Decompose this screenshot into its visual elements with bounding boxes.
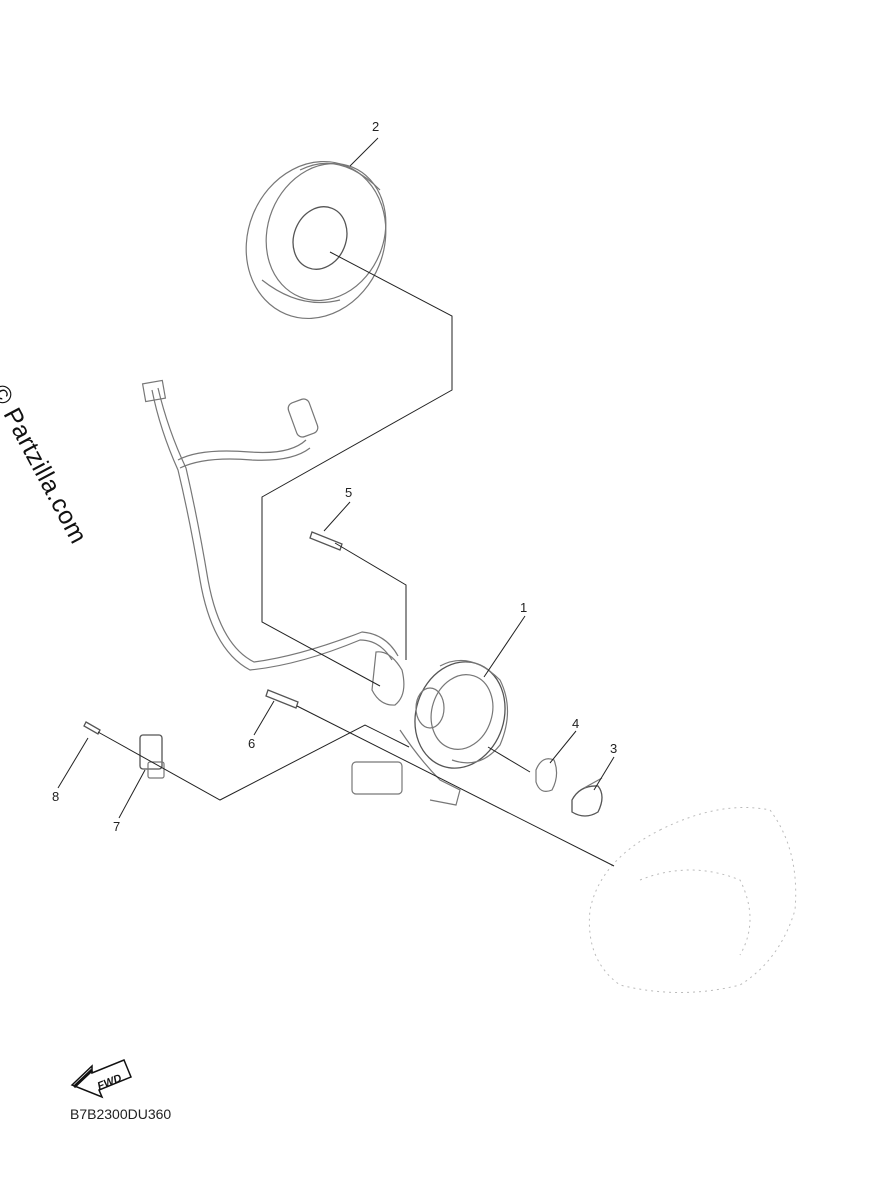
- part-7-clamp[interactable]: [139, 734, 165, 779]
- callout-6: 6: [248, 736, 255, 751]
- part-5-bolt[interactable]: [309, 531, 343, 551]
- callout-8: 8: [52, 789, 59, 804]
- part-8-screw[interactable]: [83, 721, 101, 735]
- part-4-component[interactable]: [535, 758, 558, 792]
- callout-2: 2: [372, 119, 379, 134]
- wire-harness: [141, 379, 399, 671]
- callout-7: 7: [113, 819, 120, 834]
- callout-1: 1: [520, 600, 527, 615]
- crankcase-ghost-outline: [588, 807, 797, 993]
- diagram-code: B7B2300DU360: [70, 1106, 172, 1122]
- callout-leaders: [57, 137, 615, 819]
- part-2-rotor-flywheel[interactable]: [223, 140, 409, 339]
- part-3-component[interactable]: [571, 777, 603, 817]
- callout-3: 3: [610, 741, 617, 756]
- callout-4: 4: [572, 716, 579, 731]
- fwd-arrow-icon: FWD: [70, 1059, 132, 1099]
- assembly-lines: [97, 251, 615, 867]
- callout-5: 5: [345, 485, 352, 500]
- part-1-stator[interactable]: [351, 650, 519, 806]
- part-6-bolt[interactable]: [265, 689, 299, 709]
